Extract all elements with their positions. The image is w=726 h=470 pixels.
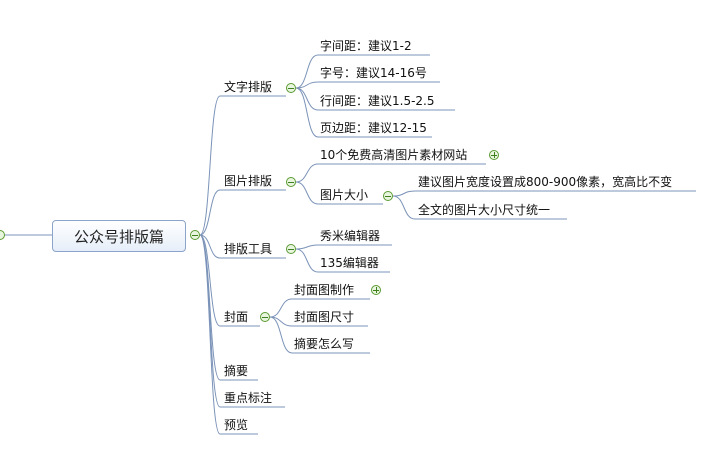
node-letter-spacing[interactable]: 字间距：建议1-2 — [320, 39, 412, 53]
node-cover-making-expand-icon[interactable] — [371, 285, 381, 295]
branch-layout-tools[interactable]: 排版工具 — [224, 242, 273, 256]
cover-connector — [269, 298, 293, 318]
node-image-width-advice[interactable]: 建议图片宽度设置成800-900像素，宽高比不变 — [418, 175, 673, 189]
branch-summary[interactable]: 摘要 — [224, 364, 249, 378]
node-cover-making[interactable]: 封面图制作 — [294, 283, 355, 297]
node-free-image-sites-expand-icon[interactable] — [489, 150, 499, 160]
node-free-image-sites[interactable]: 10个免费高清图片素材网站 — [320, 148, 468, 162]
root-collapse-icon[interactable] — [190, 230, 200, 240]
node-line-height[interactable]: 行间距：建议1.5-2.5 — [320, 94, 435, 108]
branch-text-layout[interactable]: 文字排版 — [224, 80, 273, 94]
node-cover-size[interactable]: 封面图尺寸 — [294, 310, 355, 324]
layout-tools-connector — [295, 244, 319, 250]
text-layout-connector — [295, 87, 319, 111]
root-connector — [199, 234, 221, 327]
branch-highlight[interactable]: 重点标注 — [224, 391, 273, 405]
node-135-editor[interactable]: 135编辑器 — [320, 256, 379, 270]
node-image-size-collapse-icon[interactable] — [383, 191, 393, 201]
node-page-margin[interactable]: 页边距：建议12-15 — [320, 121, 427, 135]
text-layout-connector — [295, 81, 319, 89]
node-how-to-write-summary[interactable]: 摘要怎么写 — [294, 337, 355, 351]
image-size-connector — [392, 195, 416, 220]
root-node-label: 公众号排版篇 — [73, 227, 164, 246]
branch-preview[interactable]: 预览 — [224, 418, 249, 432]
node-font-size[interactable]: 字号：建议14-16号 — [320, 66, 427, 80]
node-xiumi-editor[interactable]: 秀米编辑器 — [320, 229, 381, 243]
branch-text-layout-collapse-icon[interactable] — [286, 83, 296, 93]
image-layout-connector — [295, 163, 319, 183]
node-uniform-image-size[interactable]: 全文的图片大小尺寸统一 — [418, 203, 551, 217]
image-size-connector — [392, 190, 416, 197]
root-node[interactable]: 公众号排版篇 — [52, 220, 186, 252]
root-connector — [199, 234, 221, 259]
node-image-size[interactable]: 图片大小 — [320, 188, 369, 202]
branch-image-layout-collapse-icon[interactable] — [286, 177, 296, 187]
root-connector — [199, 234, 221, 435]
branch-layout-tools-collapse-icon[interactable] — [286, 244, 296, 254]
branch-cover[interactable]: 封面 — [224, 310, 249, 324]
image-layout-connector — [295, 181, 319, 205]
text-layout-connector — [295, 54, 319, 89]
root-connector — [199, 189, 221, 236]
branch-image-layout[interactable]: 图片排版 — [224, 174, 273, 188]
root-connector — [199, 95, 221, 236]
layout-tools-connector — [295, 248, 319, 273]
root-connector — [199, 234, 221, 408]
branch-cover-collapse-icon[interactable] — [260, 312, 270, 322]
text-layout-connector — [295, 87, 319, 138]
cover-connector — [269, 316, 293, 354]
